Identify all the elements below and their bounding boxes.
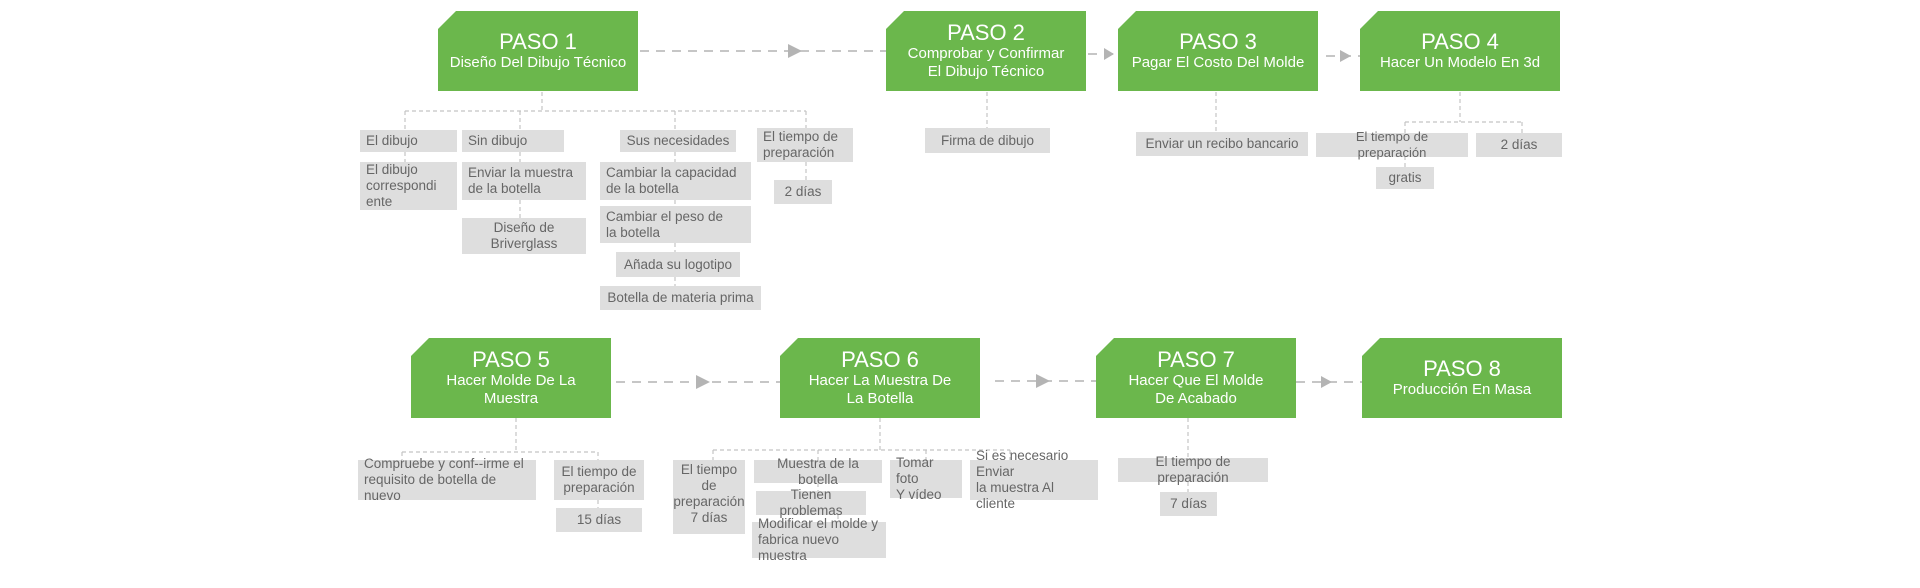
p4-tiempo-preparacion: El tiempo de preparación <box>1316 129 1468 160</box>
p1-el-dibujo-correspondiente: El dibujo correspondi ente <box>360 162 457 210</box>
p5-tiempo-preparacion: El tiempo de preparación <box>554 460 644 500</box>
step-5-title: PASO 5 <box>472 347 550 372</box>
p6-tomar-foto-video: Tomar foto Y vídeo <box>890 455 962 502</box>
step-8-subtitle: Producción En Masa <box>1392 381 1532 398</box>
p1-dias: 2 días <box>774 180 832 204</box>
p6-enviar-cliente: Si es necesario Enviar la muestra Al cli… <box>970 448 1098 511</box>
p5-dias: 15 días <box>556 508 642 532</box>
step-8-box: PASO 8 Producción En Masa <box>1362 338 1562 418</box>
step-6-title: PASO 6 <box>841 347 919 372</box>
p7-dias: 7 días <box>1160 492 1217 516</box>
step-5-box: PASO 5 Hacer Molde De La Muestra <box>411 338 611 418</box>
p1-el-dibujo: El dibujo <box>360 130 457 152</box>
step-1-title: PASO 1 <box>499 29 577 54</box>
step-7-subtitle: Hacer Que El Molde De Acabado <box>1128 372 1264 407</box>
p1-anada-logotipo: Añada su logotipo <box>616 252 740 277</box>
p1-cambiar-capacidad: Cambiar la capacidad de la botella <box>600 162 751 200</box>
p1-tiempo-preparacion: El tiempo de preparación <box>757 128 853 162</box>
step-8-title: PASO 8 <box>1423 356 1501 381</box>
p4-dias: 2 días <box>1476 133 1562 157</box>
p6-tienen-problemas: Tienen problemas <box>756 487 866 518</box>
step-2-subtitle: Comprobar y Confirmar El Dibujo Técnico <box>907 45 1065 80</box>
p1-botella-materia-prima: Botella de materia prima <box>600 286 761 310</box>
p1-sus-necesidades: Sus necesidades <box>620 130 736 152</box>
step-2-box: PASO 2 Comprobar y Confirmar El Dibujo T… <box>886 11 1086 91</box>
p1-sin-dibujo: Sin dibujo <box>462 130 564 152</box>
step-7-box: PASO 7 Hacer Que El Molde De Acabado <box>1096 338 1296 418</box>
p5-compruebe-confirme: Compruebe y conf--irme el requisito de b… <box>358 456 536 503</box>
step-6-subtitle: Hacer La Muestra De La Botella <box>808 372 952 407</box>
step-5-subtitle: Hacer Molde De La Muestra <box>446 372 576 407</box>
p6-modificar-molde: Modificar el molde y fabrica nuevo muest… <box>752 516 886 563</box>
step-3-title: PASO 3 <box>1179 29 1257 54</box>
step-3-subtitle: Pagar El Costo Del Molde <box>1131 54 1305 71</box>
step-1-subtitle: Diseño Del Dibujo Técnico <box>449 54 627 71</box>
step-4-title: PASO 4 <box>1421 29 1499 54</box>
p1-cambiar-peso: Cambiar el peso de la botella <box>600 206 751 243</box>
p2-firma-dibujo: Firma de dibujo <box>925 128 1050 153</box>
p6-tiempo-preparacion: El tiempo de preparación 7 días <box>673 460 745 534</box>
p7-tiempo-preparacion: El tiempo de preparación <box>1118 454 1268 485</box>
step-4-box: PASO 4 Hacer Un Modelo En 3d <box>1360 11 1560 91</box>
p1-enviar-muestra: Enviar la muestra de la botella <box>462 162 586 200</box>
p4-gratis: gratis <box>1376 167 1434 189</box>
step-6-box: PASO 6 Hacer La Muestra De La Botella <box>780 338 980 418</box>
step-1-box: PASO 1 Diseño Del Dibujo Técnico <box>438 11 638 91</box>
step-7-title: PASO 7 <box>1157 347 1235 372</box>
p3-recibo-bancario: Enviar un recibo bancario <box>1136 132 1308 156</box>
p6-muestra-botella: Muestra de la botella <box>754 456 882 487</box>
step-3-box: PASO 3 Pagar El Costo Del Molde <box>1118 11 1318 91</box>
p1-diseno-briverglass: Diseño de Briverglass <box>462 218 586 254</box>
step-4-subtitle: Hacer Un Modelo En 3d <box>1379 54 1541 71</box>
step-2-title: PASO 2 <box>947 20 1025 45</box>
